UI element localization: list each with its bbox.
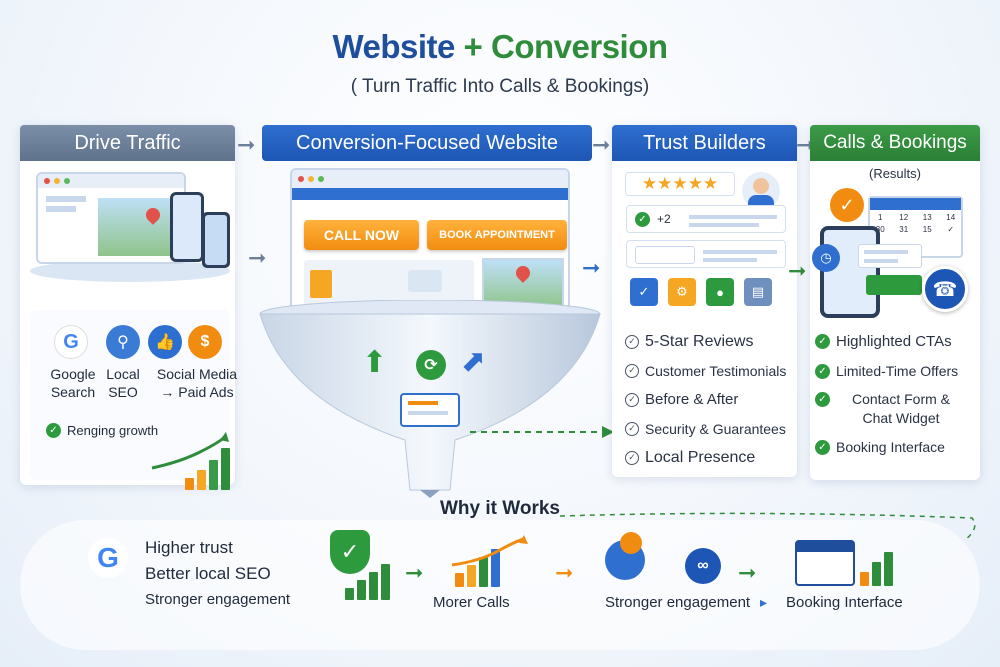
benefit-item: Better local SEO [145,564,271,583]
benefit-list: Higher trust Better local SEO Stronger e… [145,535,290,613]
growth-row: ✓ Renging growth [46,423,158,438]
booking-bar-chart-icon [860,548,893,586]
trust-list: ✓5-Star Reviews ✓Customer Testimonials ✓… [625,327,795,472]
form-icon [400,393,460,427]
confirm-bar [866,275,922,295]
flow-arrow-icon: ➞ [788,258,807,283]
check-icon: ✓ [46,423,61,438]
trust-badges: ✓ ⚙ ● ▤ [630,278,772,306]
google-icon: G [54,325,88,359]
flow-arrow-icon: ➞ [237,132,256,157]
link-icon: ∞ [685,548,721,584]
why-heading: Why it Works [440,498,560,519]
social-like-icon: 👍 [148,325,182,359]
title-part2: Conversion [491,28,668,65]
source-social-media: Social Media → Paid Ads [156,366,238,400]
title-plus: + [463,28,483,65]
trust-header: Trust Builders [612,125,797,161]
website-mockup: CALL NOW BOOK APPOINTMENT [290,168,570,313]
list-item: ✓Local Presence [625,443,795,472]
calls-list: ✓Highlighted CTAs ✓Limited-Time Offers ✓… [815,326,980,462]
paid-ads-icon: $ [188,325,222,359]
list-item: ✓Customer Testimonials [625,356,795,385]
refresh-icon: ⟳ [416,350,446,380]
testimonial-card: ✓ +2 [626,205,786,233]
growth-arrow-icon [151,432,229,470]
page-title: Website + Conversion [0,28,1000,66]
benefit-item: Higher trust [145,538,233,557]
calls-bar-chart-icon [455,545,500,587]
flow-arrow-icon: ▸ [760,594,768,610]
drive-traffic-header: Drive Traffic [20,125,235,161]
results-label: (Results) [868,166,921,181]
phone-icon [820,226,880,318]
shield-check-icon: ✓ [330,530,370,574]
calendar-icon [795,540,855,586]
document-icon [310,270,332,298]
website-header: Conversion-Focused Website [262,125,592,161]
growth-bar-chart-icon [185,440,230,490]
growth-label: Renging growth [67,423,159,438]
avatar [742,172,780,210]
laptop-screen [36,172,186,264]
clock-icon: ◷ [812,244,840,272]
flow-arrow-icon: ➞ [248,245,267,270]
step-stronger-engagement: Stronger engagement [605,594,751,611]
before-after-card [626,240,786,268]
title-part1: Website [332,28,455,65]
list-item: ✓Limited-Time Offers [815,356,980,386]
review-count-badge: +2 [657,212,671,226]
flow-arrow-icon: ➞ [555,560,574,585]
flow-arrow-icon: ➞ [582,255,601,280]
list-item: ✓5-Star Reviews [625,327,795,356]
gear-icon: ⚙ [668,278,696,306]
list-item: ✓Contact Form & Chat Widget [815,386,980,432]
calls-header: Calls & Bookings [810,125,980,161]
flow-arrow-icon: ➞ [592,132,611,157]
globe-icon: ● [706,278,734,306]
traffic-device-illustration [30,172,230,292]
booking-card [858,244,922,268]
list-item: ✓Before & After [625,385,795,414]
dashed-flow-arrow [470,426,614,438]
page-subtitle: ( Turn Traffic Into Calls & Bookings) [350,76,650,97]
trend-arrow-icon [451,535,528,567]
star-rating-icon: ★★★★★ [625,172,735,196]
briefcase-icon [408,270,442,292]
list-item: ✓Booking Interface [815,432,980,462]
map-thumbnail [482,258,564,310]
magnifier-icon: ⚲ [106,325,140,359]
website-header-box: Conversion-Focused Website [262,125,592,161]
book-appointment-button[interactable]: BOOK APPOINTMENT [427,220,567,250]
arrow-up-icon: ⬆ [362,346,388,379]
step-more-calls: Morer Calls [433,594,510,611]
step-booking-interface: Booking Interface [786,594,903,611]
source-google: Google Search [50,366,96,400]
id-card-icon: ▤ [744,278,772,306]
flow-arrow-icon: ➞ [405,560,424,585]
benefit-item: Stronger engagement [145,591,291,608]
chat-bubble-icon: ✓ [830,188,864,222]
platform-base [30,260,230,282]
source-local-seo: Local SEO [106,366,140,400]
user-icon [620,532,642,554]
flow-arrow-icon: ➞ [796,132,815,157]
bar-chart-icon [345,560,390,600]
shield-icon: ✓ [630,278,658,306]
chat-widget-icon[interactable]: ☎ [922,266,968,312]
user-check-icon: ✓ [635,212,650,227]
dashed-curve [560,512,976,541]
phone-small-icon [202,212,230,268]
traffic-sources: G Google Search ⚲ Local SEO 👍 $ Social M… [36,325,237,405]
list-item: ✓Highlighted CTAs [815,326,980,356]
call-now-button[interactable]: CALL NOW [304,220,419,250]
list-item: ✓Security & Guarantees [625,414,795,443]
phone-icon [170,192,204,262]
flow-arrow-icon: ➞ [738,560,757,585]
google-icon: G [88,538,128,578]
